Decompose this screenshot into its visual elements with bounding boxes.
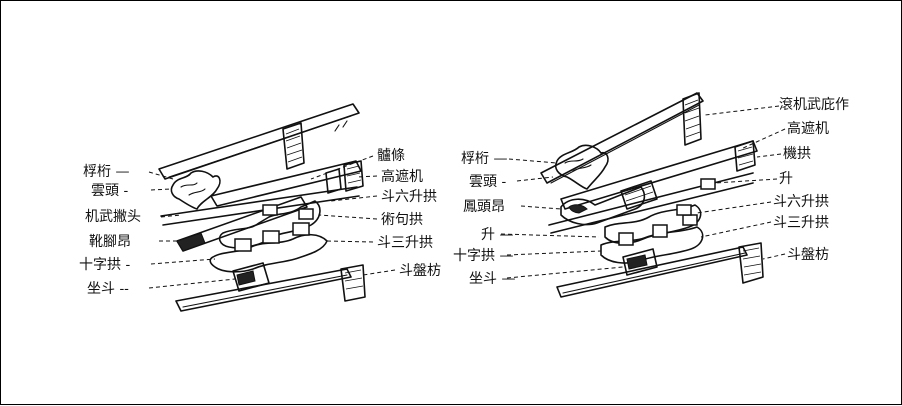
label-fu-heng-right: 桴桁 — <box>461 151 507 167</box>
label-fu-heng-left: 桴桁 — <box>83 164 129 180</box>
label-yun-tou-left: 雲頭 - <box>91 183 128 199</box>
label-gao-zhe-right: 高遮机 <box>787 120 829 137</box>
label-shi-zi-gong-left: 十字拱 - <box>79 257 130 273</box>
label-dou-liu-left: 斗六升拱 <box>381 189 437 205</box>
label-shi-zi-gong-right: 十字拱 — <box>453 248 513 264</box>
label-feng-tou-ang: 鳳頭昂 <box>463 199 505 215</box>
label-xing-ju-gong: 術句拱 <box>381 212 423 228</box>
left-labels: 桴桁 — 雲頭 - 机武撇头 靴腳昂 十字拱 - 坐斗 -- 髗條 高遮机 斗六… <box>79 148 441 297</box>
left-bracket-assembly <box>158 103 366 312</box>
right-labels: 桴桁 — 雲頭 - 鳳頭昂 升 — 十字拱 — 坐斗 — 滾机武庇作 高遮机 機… <box>453 97 849 287</box>
label-dou-san-right: 斗三升拱 <box>773 215 829 231</box>
label-gun-ji: 滾机武庇作 <box>779 97 849 113</box>
label-sheng-right-left: 升 — <box>481 227 513 243</box>
label-xue-jiao-ang: 靴腳昂 <box>89 234 131 250</box>
label-zuo-dou-right: 坐斗 — <box>469 271 515 287</box>
label-dou-pan-right: 斗盤枋 <box>787 247 829 263</box>
right-bracket-assembly <box>540 92 764 298</box>
label-gao-zhe-left: 高遮机 <box>381 168 423 185</box>
label-zuo-dou-left: 坐斗 -- <box>87 281 129 297</box>
label-dou-san-left: 斗三升拱 <box>377 235 433 251</box>
label-ji-gong: 機拱 <box>783 146 811 162</box>
label-sheng-right: 升 <box>779 171 793 187</box>
label-dou-liu-right: 斗六升拱 <box>773 194 829 210</box>
right-leaders <box>500 105 786 279</box>
left-leaders <box>148 155 396 289</box>
label-dou-pan-left: 斗盤枋 <box>399 263 441 279</box>
label-ji-wu-left: 机武撇头 <box>85 209 141 225</box>
label-lu-tiao: 髗條 <box>377 148 405 164</box>
label-yun-tou-right: 雲頭 - <box>469 174 506 190</box>
